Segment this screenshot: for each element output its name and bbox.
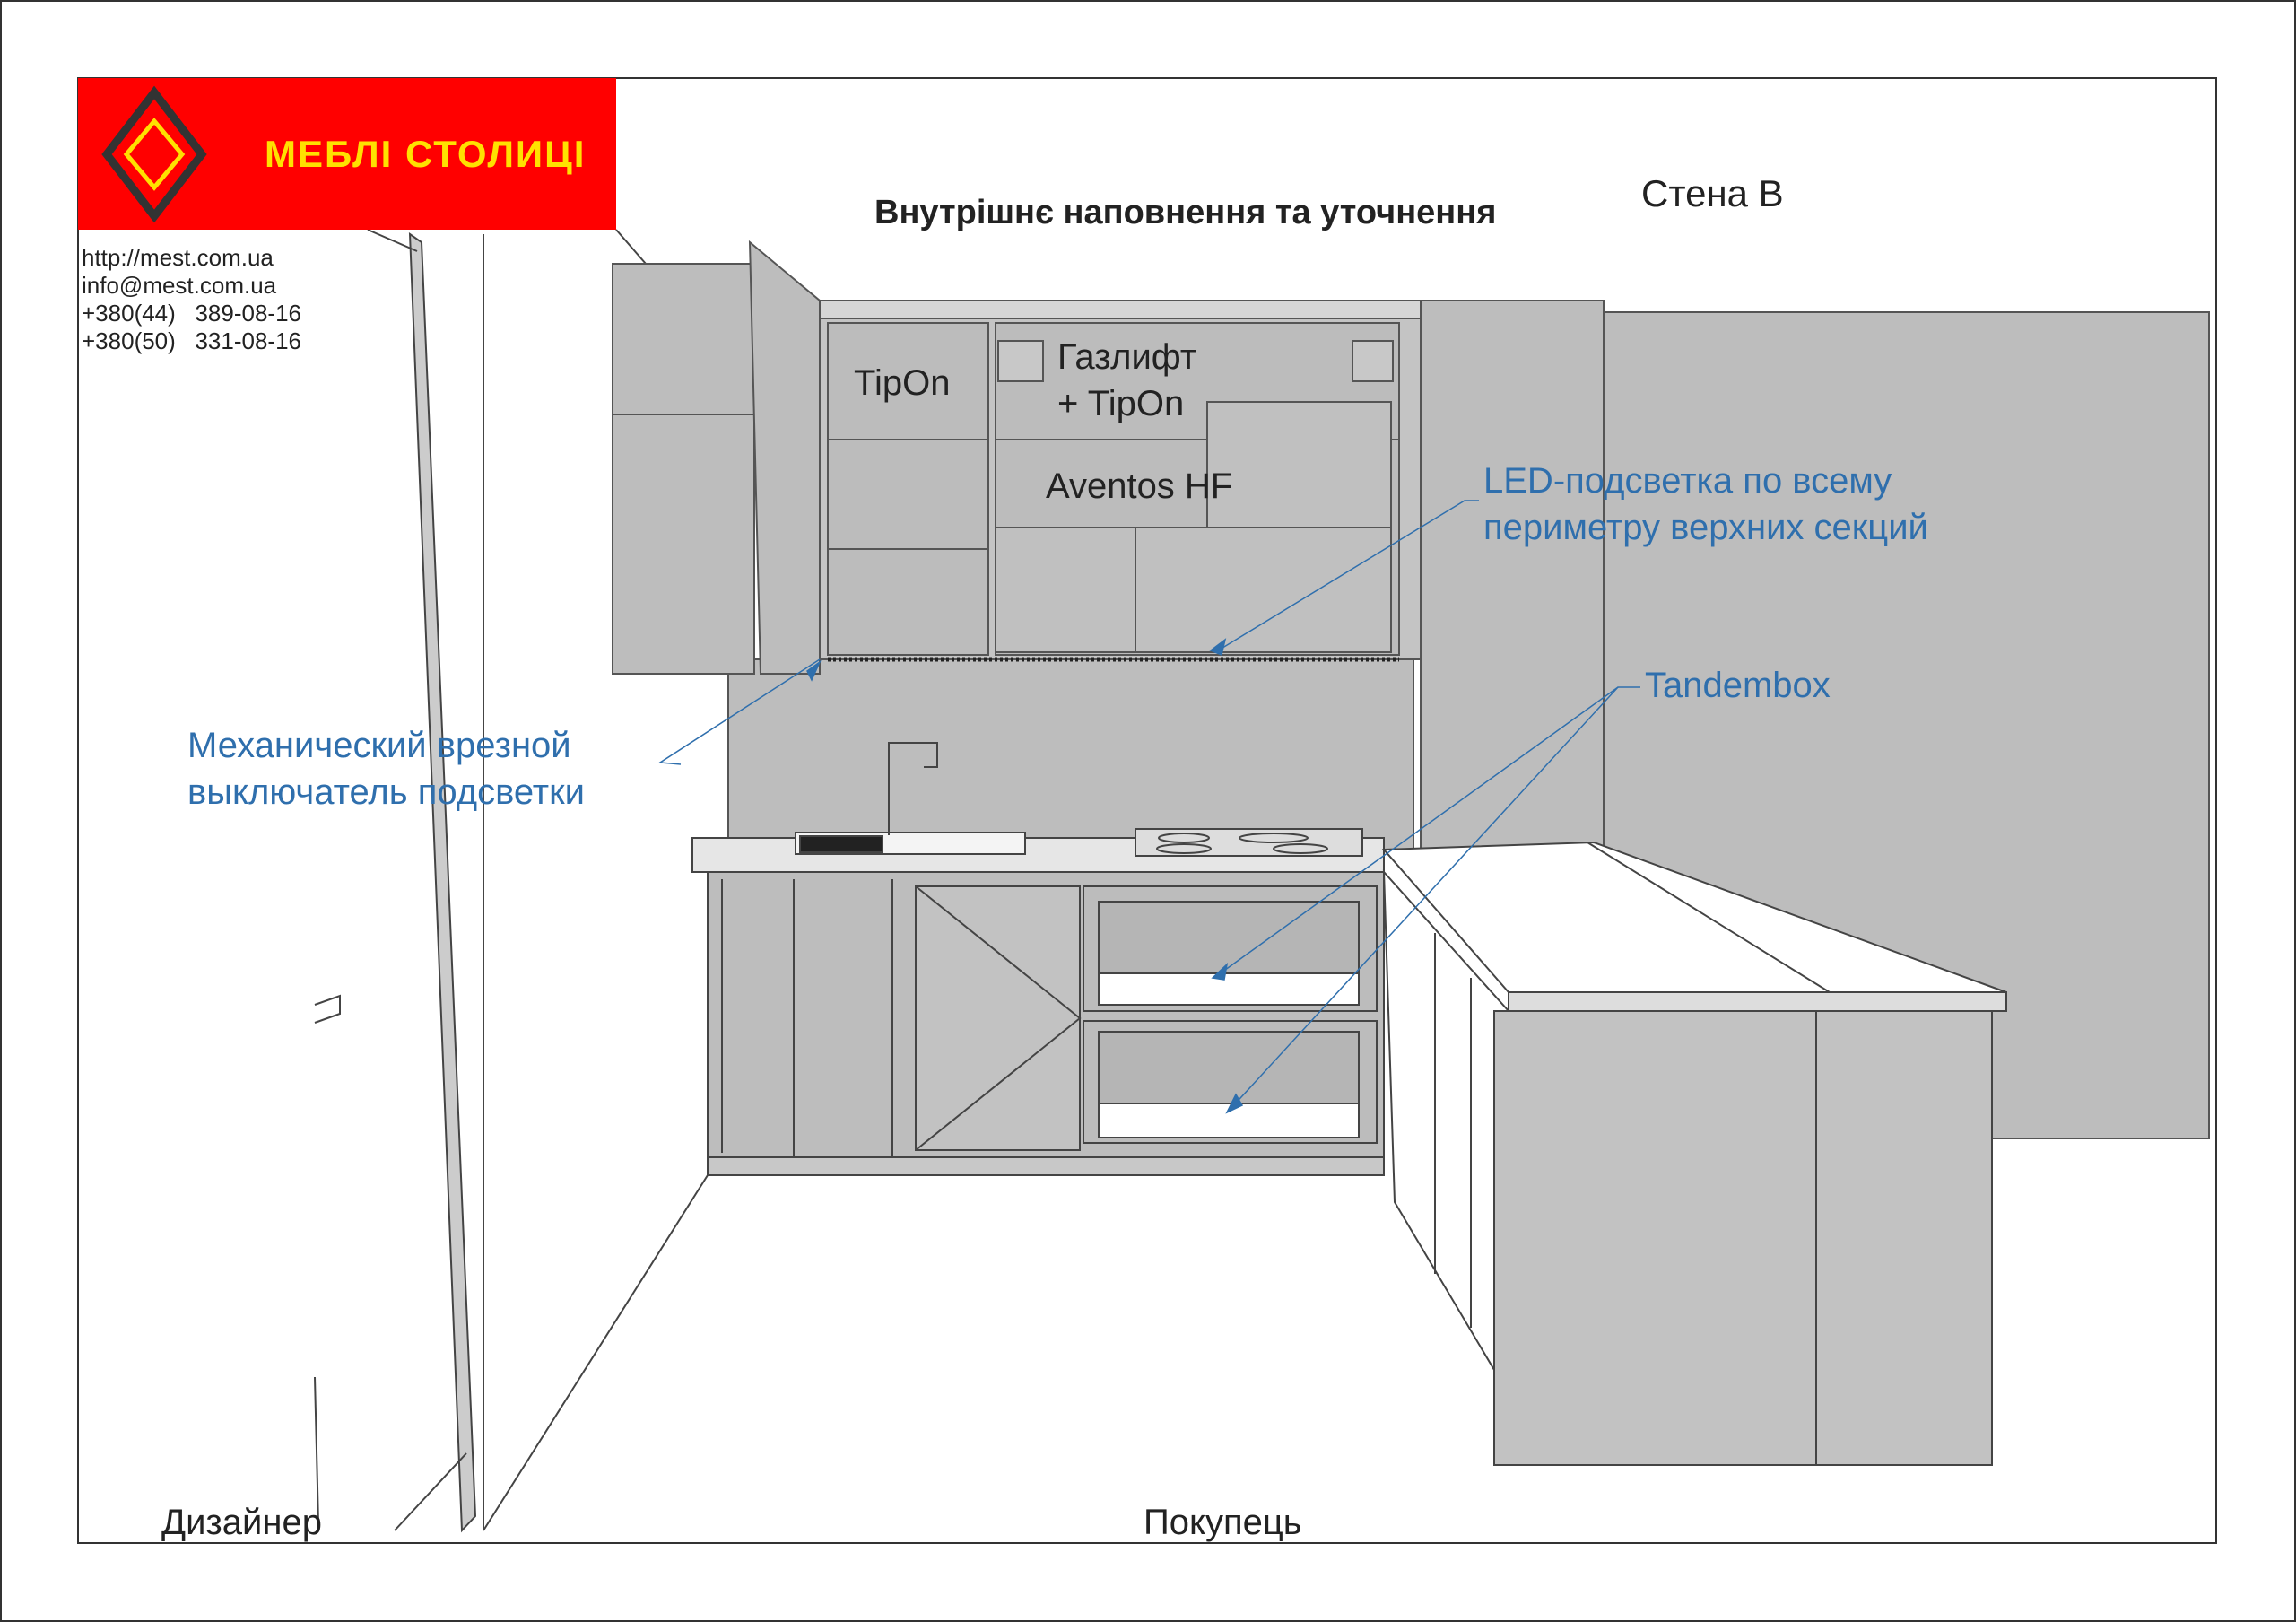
annotation-switch: Механический врезной выключатель подсвет… (187, 722, 585, 815)
label-tipon: TipOn (854, 363, 951, 403)
annotation-led-line2: периметру верхних секций (1483, 508, 1928, 547)
switch-handle (314, 994, 341, 1024)
label-aventos: Aventos HF (1046, 467, 1233, 506)
designer-signature-label: Дизайнер (161, 1503, 322, 1542)
brand-name: МЕБЛІ СТОЛИЦІ (265, 133, 587, 175)
brand-logo (78, 78, 616, 230)
annotation-switch-line1: Механический врезной (187, 726, 571, 765)
inner-frame (77, 77, 2217, 1544)
faucet (888, 742, 938, 835)
contact-info: http://mest.com.ua info@mest.com.ua +380… (82, 244, 301, 355)
phone-1: +380(44) 389-08-16 (82, 300, 302, 327)
corner-door (915, 885, 1081, 1151)
annotation-leaders (657, 500, 1640, 1114)
email-link[interactable]: info@mest.com.ua (82, 272, 277, 299)
phone-2: +380(50) 331-08-16 (82, 327, 302, 354)
annotation-tandembox: Tandembox (1645, 666, 1831, 705)
label-gaslift: Газлифт (1057, 337, 1197, 377)
open-door-left (612, 240, 821, 675)
right-run (1381, 841, 2007, 1466)
base-cabinets (707, 871, 1385, 1176)
annotation-led: LED-подсветка по всему периметру верхних… (1483, 458, 1928, 551)
page-title: Внутрішнє наповнення та уточнення (874, 194, 1497, 231)
door-frame (314, 229, 484, 1533)
annotation-led-line1: LED-подсветка по всему (1483, 461, 1892, 501)
annotation-switch-line2: выключатель подсветки (187, 772, 585, 812)
tall-column (1420, 300, 1605, 850)
wall-label: Стена В (1641, 172, 1784, 214)
label-gaslift-tipon: + TipOn (1057, 384, 1185, 423)
buyer-signature-label: Покупець (1144, 1503, 1302, 1542)
backsplash (727, 658, 1414, 850)
upper-cabinet (819, 300, 1422, 662)
website-link[interactable]: http://mest.com.ua (82, 244, 274, 271)
